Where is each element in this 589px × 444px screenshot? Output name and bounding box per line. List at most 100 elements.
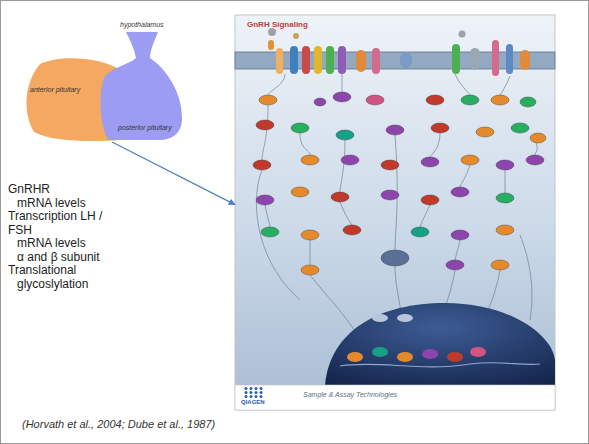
- cell-membrane: [235, 28, 555, 76]
- protein-symbol: [372, 347, 388, 357]
- protein-symbol: [526, 155, 544, 165]
- protein-symbol: [314, 98, 326, 106]
- receptor-symbol: [326, 46, 334, 74]
- receptor-symbol: [470, 48, 480, 70]
- molecule-dot: [293, 33, 299, 39]
- pathway-line: [505, 170, 506, 193]
- protein-symbol: [301, 155, 319, 165]
- receptor-symbol: [314, 46, 322, 74]
- list-item: mRNA levels: [17, 197, 86, 211]
- protein-symbol: [397, 352, 413, 362]
- molecule-dot: [260, 391, 263, 394]
- protein-symbol: [343, 225, 361, 235]
- text-holder: Sample & Assay Technologies: [303, 391, 397, 400]
- pathway-line: [268, 74, 285, 95]
- protein-symbol: [291, 123, 309, 133]
- nucleus: [325, 303, 555, 385]
- protein-symbol: [381, 190, 399, 200]
- molecule-dot: [260, 387, 263, 390]
- protein-symbol: [366, 95, 384, 105]
- list-heading: Transcription LH / FSH: [8, 210, 120, 237]
- list-item: α and β subunit: [17, 251, 100, 265]
- protein-symbol: [381, 250, 409, 266]
- text-holder: anterior pituitary: [30, 86, 80, 95]
- protein-symbol: [496, 225, 514, 235]
- protein-symbol: [256, 195, 274, 205]
- pathway-panel: GnRH SignalingSample & Assay Technologie…: [235, 15, 555, 410]
- protein-symbol: [291, 187, 309, 197]
- protein-symbol: [476, 127, 494, 137]
- receptor-symbol: [452, 44, 460, 74]
- list-item: glycoslylation: [17, 278, 88, 292]
- receptor-symbol: [356, 50, 366, 72]
- molecule-dot: [250, 391, 253, 394]
- protein-symbol: [261, 227, 279, 237]
- pathway-line: [520, 235, 532, 320]
- list-heading: Translational: [8, 264, 76, 278]
- pathway-line: [310, 240, 311, 265]
- pathway-line: [455, 240, 460, 260]
- protein-symbol: [496, 193, 514, 203]
- pathway-line: [340, 202, 352, 225]
- protein-symbol: [431, 123, 449, 133]
- posterior-lobe-shape: [101, 32, 182, 140]
- molecule-dot: [459, 31, 466, 38]
- caption-holder: (Horvath et al., 2004; Dube et al., 1987…: [22, 418, 215, 432]
- panel-title: GnRH Signaling: [247, 20, 308, 30]
- receptor-symbol: [520, 50, 530, 70]
- protein-symbol: [381, 160, 399, 170]
- pathway-line: [300, 133, 310, 155]
- molecule-dot: [255, 391, 258, 394]
- region-label: posterior pituitary: [118, 124, 172, 133]
- pathway-line: [262, 105, 268, 160]
- pathway-line: [265, 205, 270, 227]
- protein-symbol: [491, 95, 509, 105]
- protein-symbol: [397, 314, 413, 322]
- pathway-proteins: [253, 92, 546, 275]
- molecule-dot: [268, 28, 276, 36]
- logo-text: QIAGEN: [241, 399, 265, 407]
- molecule-dot: [255, 395, 258, 398]
- protein-symbol: [386, 125, 404, 135]
- protein-symbol: [451, 230, 469, 240]
- protein-symbol: [301, 230, 319, 240]
- protein-symbol: [421, 157, 439, 167]
- protein-symbol: [336, 130, 354, 140]
- pathway-line: [420, 205, 430, 227]
- label-holder: GnRHR: [8, 183, 50, 197]
- list-item: mRNA levels: [17, 237, 86, 251]
- text-holder: GnRH Signaling: [247, 20, 308, 30]
- protein-symbol: [372, 314, 388, 322]
- pathway-line: [342, 74, 343, 92]
- receptor-symbol: [276, 48, 283, 74]
- protein-symbol: [470, 347, 486, 357]
- panel-footer: [235, 385, 555, 410]
- protein-symbol: [461, 155, 479, 165]
- signal-paths: [256, 74, 537, 340]
- receptor-symbol: [338, 46, 346, 74]
- pointer-arrow: [112, 142, 235, 205]
- protein-symbol: [451, 187, 469, 197]
- artwork-group: [245, 387, 263, 398]
- label-holder: α and β subunit: [17, 251, 100, 265]
- protein-symbol: [520, 97, 536, 107]
- protein-symbol: [341, 155, 359, 165]
- protein-symbol: [256, 120, 274, 130]
- molecule-dot: [245, 387, 248, 390]
- protein-symbol: [421, 195, 439, 205]
- pathway-line: [430, 133, 440, 157]
- label-holder: Translational: [8, 264, 76, 278]
- pathway-picture: [235, 15, 555, 410]
- pathway-line: [325, 303, 555, 385]
- protein-symbol: [461, 95, 479, 105]
- pathway-line: [455, 74, 470, 95]
- label-holder: QIAGEN: [241, 399, 265, 407]
- protein-symbol: [496, 160, 514, 170]
- panel-footer-text: Sample & Assay Technologies: [303, 391, 397, 400]
- molecule-dot: [250, 395, 253, 398]
- text-holder: posterior pituitary: [118, 124, 172, 133]
- label-holder: Transcription LH / FSH: [8, 210, 120, 237]
- protein-symbol: [447, 352, 463, 362]
